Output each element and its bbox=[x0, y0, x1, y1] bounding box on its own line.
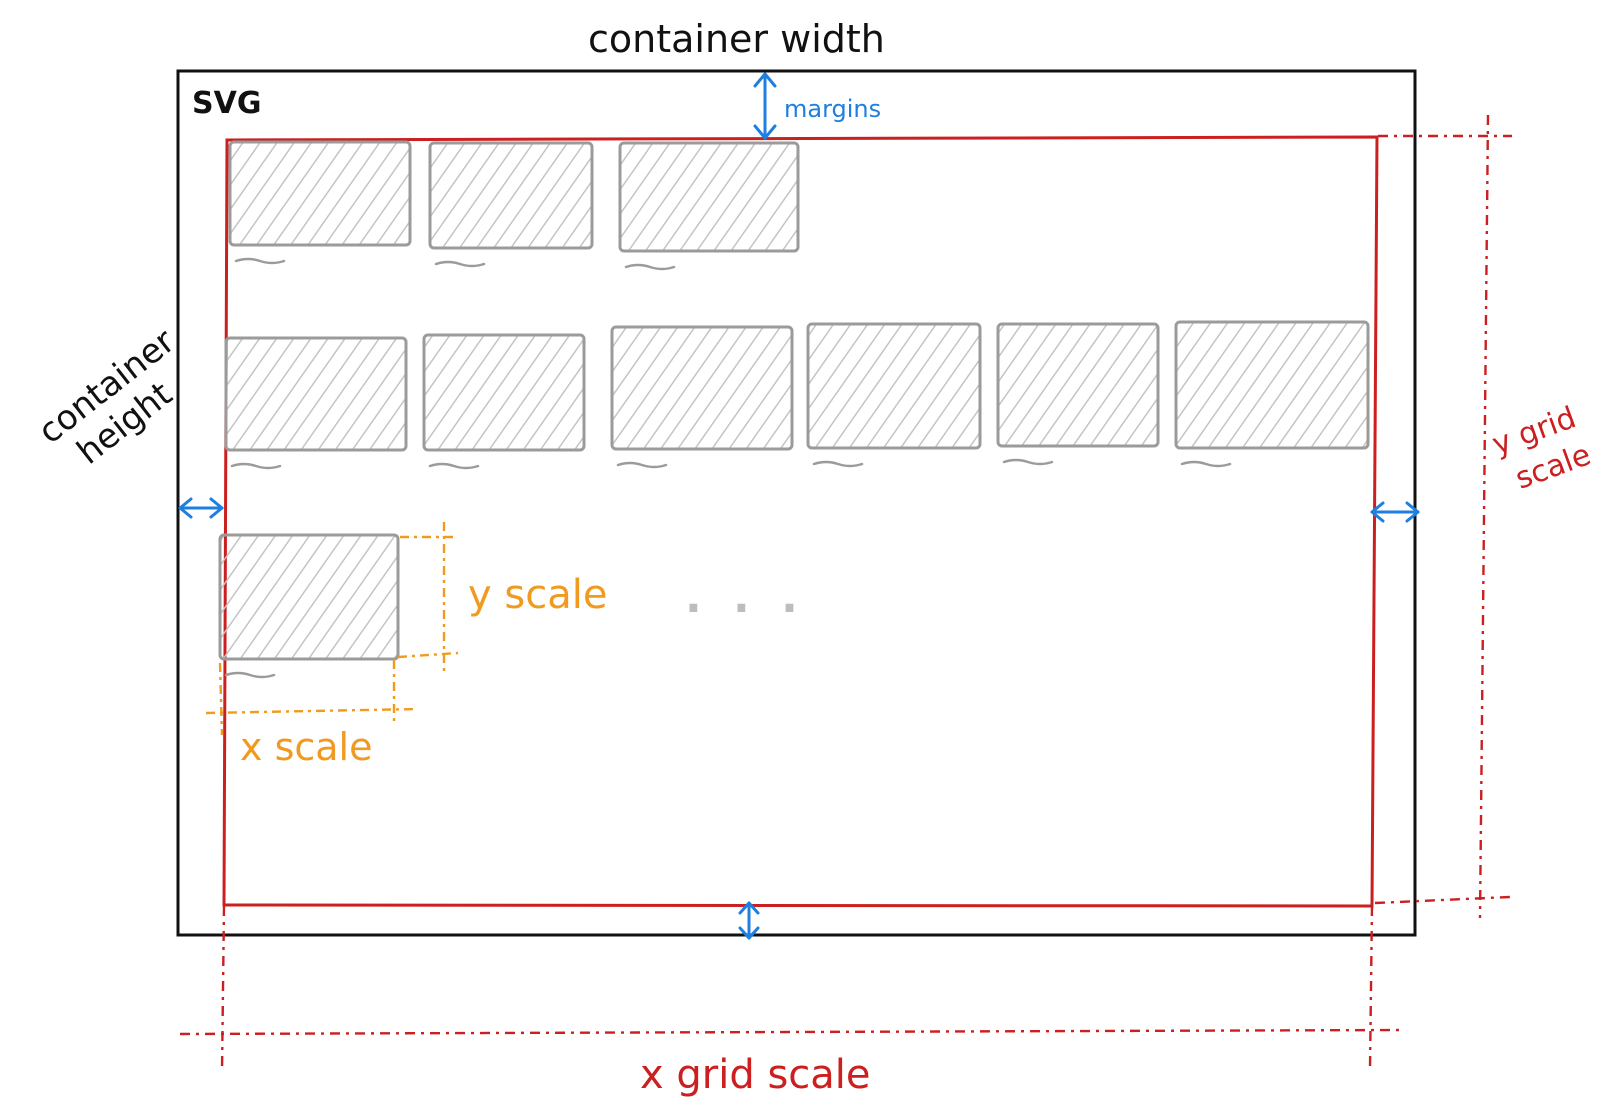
tile-label-squiggle bbox=[812, 460, 864, 468]
tile-label-squiggle bbox=[616, 461, 668, 469]
grid-tile bbox=[428, 141, 594, 268]
grid-tile bbox=[610, 325, 794, 469]
container-width-label: container width bbox=[588, 17, 885, 61]
y-scale-label: y scale bbox=[468, 572, 607, 618]
tile-label-squiggle bbox=[230, 462, 282, 470]
x-grid-scale-label: x grid scale bbox=[640, 1052, 871, 1098]
tile-label-squiggle bbox=[624, 263, 676, 271]
tile-label-squiggle bbox=[428, 462, 480, 470]
grid-tile bbox=[422, 333, 586, 470]
tile-shape bbox=[610, 325, 794, 451]
y-scale-dimension bbox=[397, 522, 459, 675]
tile-shape bbox=[806, 322, 982, 450]
tile-shape bbox=[428, 141, 594, 250]
grid-area-border bbox=[222, 135, 1379, 908]
tile-shape bbox=[1174, 320, 1370, 450]
tile-shape bbox=[996, 322, 1160, 448]
tile-label-squiggle bbox=[1002, 458, 1054, 466]
x-scale-label: x scale bbox=[240, 725, 372, 769]
y-grid-scale-dimension bbox=[1374, 114, 1512, 919]
grid-tile bbox=[1174, 320, 1370, 468]
grid-tile bbox=[996, 322, 1160, 466]
tile-label-squiggle bbox=[224, 671, 276, 679]
container-height-label: container height bbox=[31, 321, 183, 472]
svg-container-border bbox=[176, 69, 1417, 937]
svg-label: SVG bbox=[192, 86, 261, 121]
top-margin-arrow bbox=[753, 72, 777, 140]
tile-label-squiggle bbox=[1180, 460, 1232, 468]
grid-tile bbox=[224, 336, 408, 470]
tile-grid bbox=[218, 140, 1370, 679]
tile-label-squiggle bbox=[234, 257, 286, 265]
tile-shape bbox=[224, 336, 408, 452]
tile-shape bbox=[422, 333, 586, 452]
margins-label: margins bbox=[784, 95, 881, 123]
x-scale-dimension bbox=[205, 660, 419, 736]
grid-tile bbox=[228, 140, 412, 265]
grid-tile bbox=[806, 322, 982, 468]
tile-shape bbox=[618, 141, 800, 253]
bottom-margin-arrow bbox=[738, 901, 760, 940]
right-margin-arrow bbox=[1370, 501, 1420, 523]
x-grid-scale-dimension bbox=[179, 905, 1401, 1073]
tile-shape bbox=[228, 140, 412, 247]
tile-label-squiggle bbox=[434, 260, 486, 268]
grid-tile bbox=[618, 141, 800, 271]
left-margin-arrow bbox=[178, 497, 224, 519]
y-grid-scale-label: y grid scale bbox=[1488, 400, 1596, 496]
tile-shape bbox=[218, 533, 400, 661]
grid-tile bbox=[218, 533, 400, 679]
ellipsis-more-rows: . . . bbox=[685, 572, 806, 623]
